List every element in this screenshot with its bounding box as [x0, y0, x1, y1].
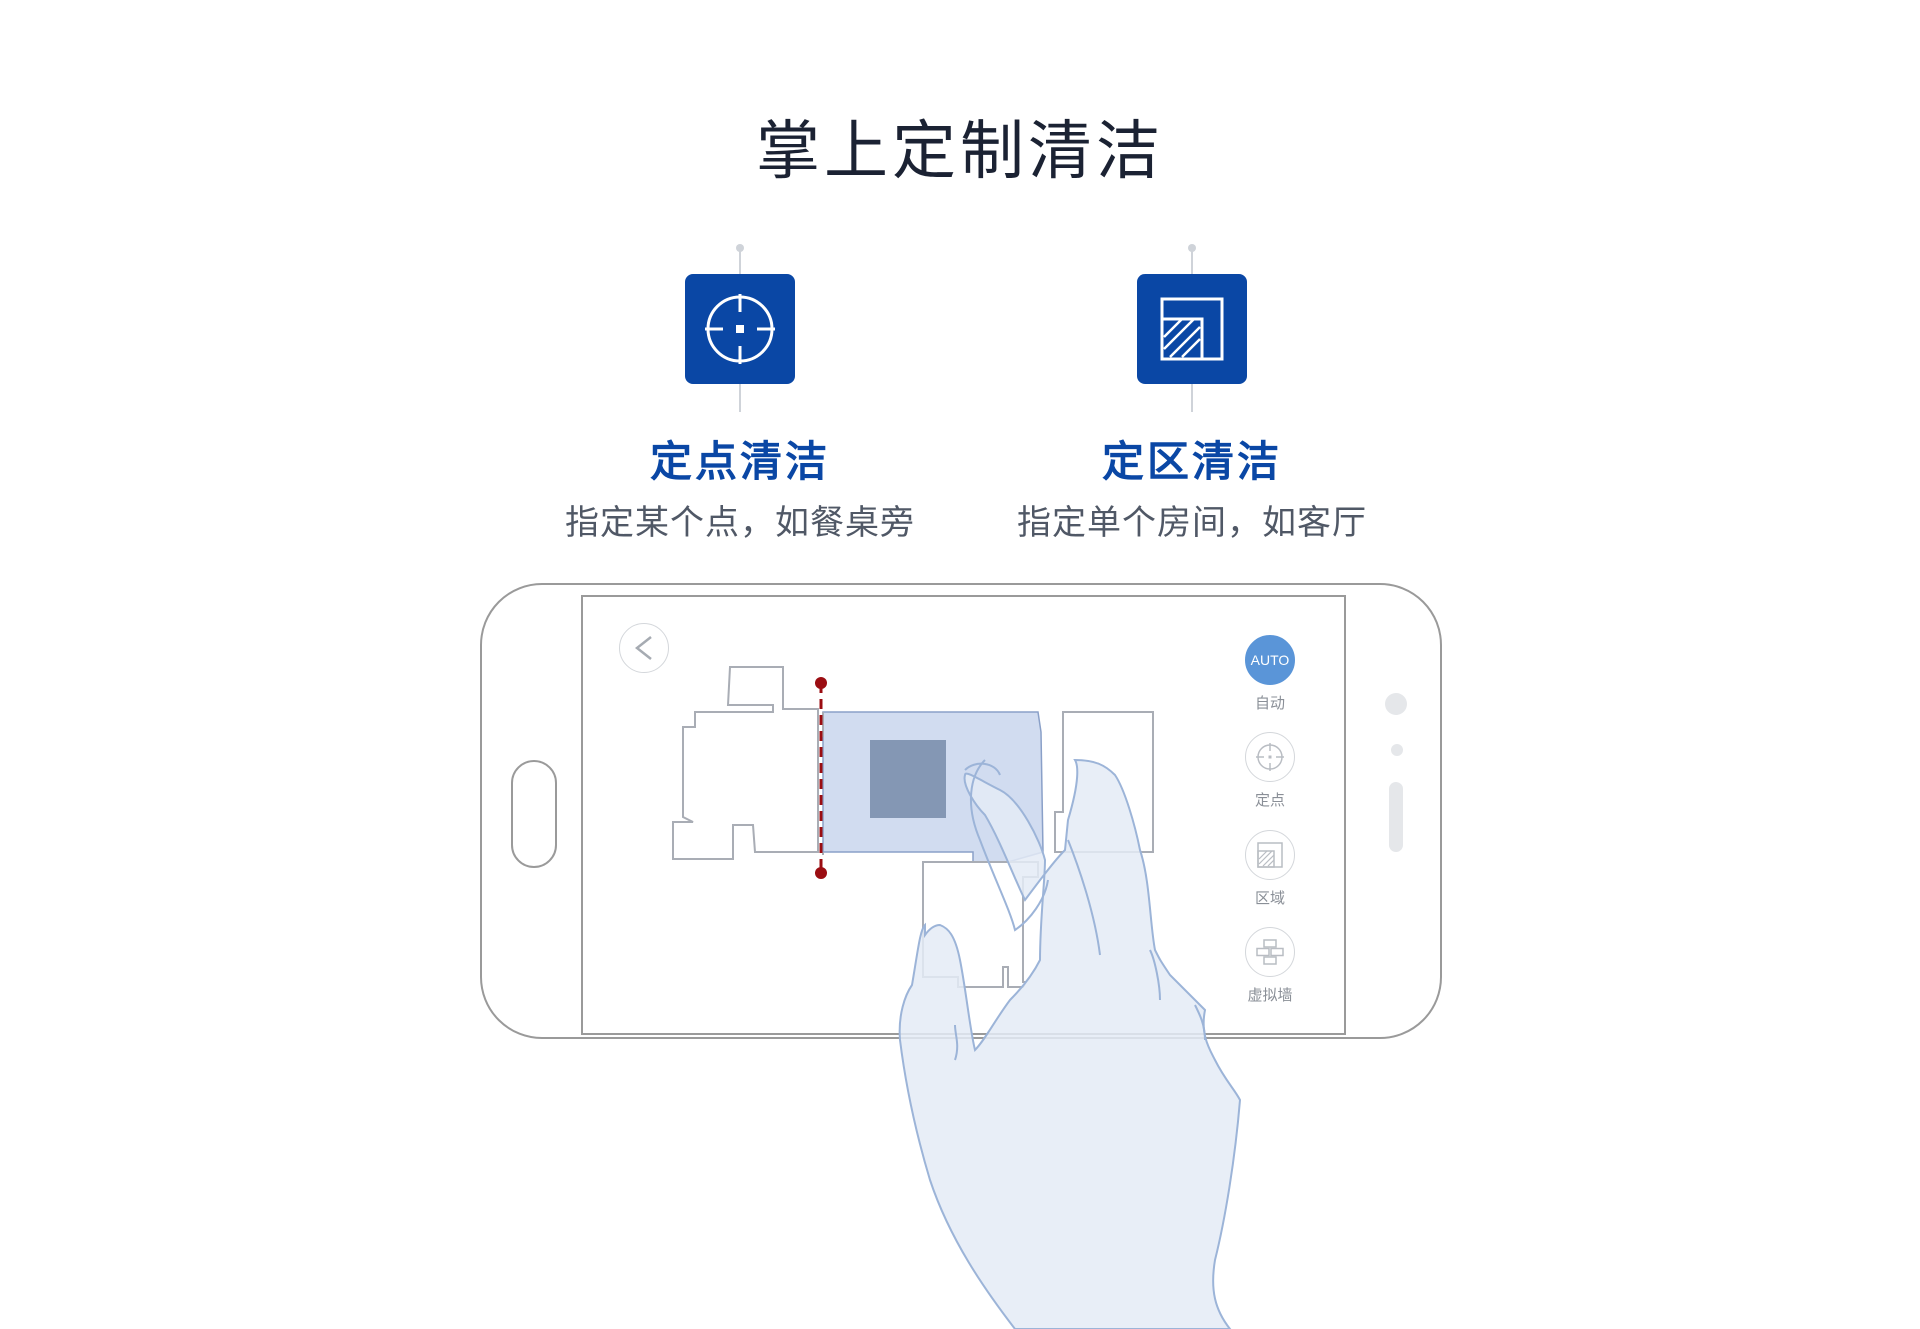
- zone-hatch-icon: [1137, 274, 1247, 384]
- connector-line: [1188, 244, 1196, 274]
- feature-zone-cleaning: 定区清洁 指定单个房间，如客厅: [982, 244, 1402, 544]
- chevron-left-icon: [634, 636, 652, 660]
- mode-label: 自动: [1254, 694, 1285, 712]
- virtual-wall-handle-top[interactable]: [815, 677, 827, 689]
- crosshair-icon: [685, 274, 795, 384]
- mode-label: 虚拟墙: [1247, 986, 1293, 1004]
- zone-hatch-icon: [1257, 842, 1283, 868]
- crosshair-icon: [1256, 743, 1284, 771]
- speaker-grille: [1389, 782, 1403, 852]
- page-title: 掌上定制清洁: [756, 115, 1164, 189]
- connector-line: [1191, 384, 1193, 412]
- zone-mode-button[interactable]: [1245, 830, 1295, 880]
- phone-screen: AUTO 自动 定点 区域: [581, 595, 1346, 1035]
- feature-spot-cleaning: 定点清洁 指定某个点，如餐桌旁: [530, 244, 950, 544]
- spot-target[interactable]: [870, 740, 946, 818]
- feature-title: 定区清洁: [1101, 437, 1282, 486]
- auto-mode-button[interactable]: AUTO: [1245, 635, 1295, 685]
- auto-badge: AUTO: [1250, 652, 1290, 668]
- feature-description: 指定单个房间，如客厅: [1017, 503, 1367, 543]
- mode-virtual-wall[interactable]: 虚拟墙: [1239, 927, 1301, 1005]
- feature-title: 定点清洁: [649, 437, 830, 486]
- floor-map[interactable]: [583, 597, 1348, 1037]
- feature-description: 指定某个点，如餐桌旁: [565, 503, 915, 543]
- home-button[interactable]: [511, 760, 557, 868]
- connector-line: [736, 244, 744, 274]
- sensor-icon: [1391, 744, 1403, 756]
- virtual-wall-mode-button[interactable]: [1245, 927, 1295, 977]
- mode-label: 定点: [1254, 791, 1285, 809]
- mode-auto[interactable]: AUTO 自动: [1239, 635, 1301, 713]
- virtual-wall-icon: [1256, 939, 1284, 965]
- camera-icon: [1385, 693, 1407, 715]
- mode-zone[interactable]: 区域: [1239, 830, 1301, 908]
- virtual-wall-handle-bottom[interactable]: [815, 867, 827, 879]
- connector-line: [739, 384, 741, 412]
- back-button[interactable]: [619, 623, 669, 673]
- mode-spot[interactable]: 定点: [1239, 732, 1301, 810]
- mode-label: 区域: [1254, 889, 1285, 907]
- spot-mode-button[interactable]: [1245, 732, 1295, 782]
